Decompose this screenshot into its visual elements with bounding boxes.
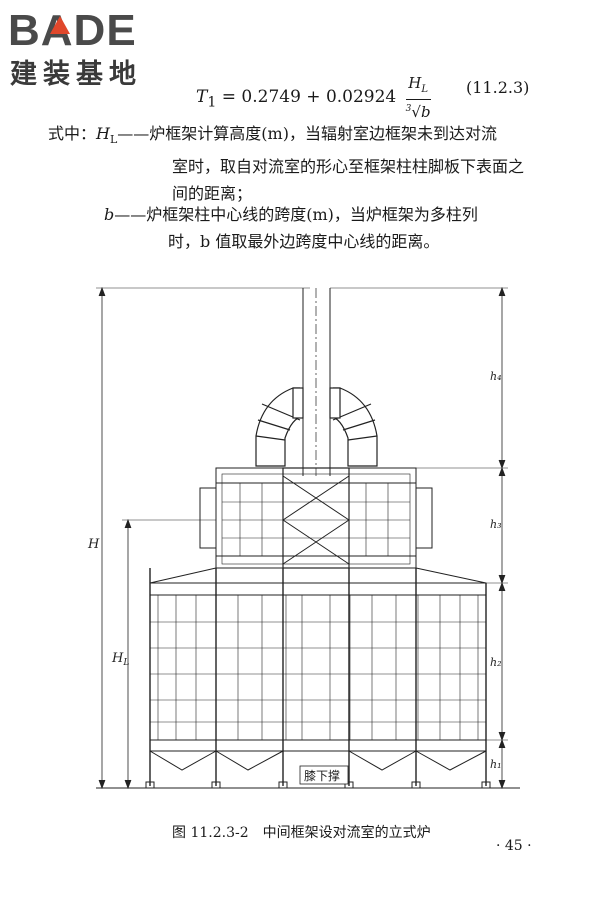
dimension-h <box>96 286 310 790</box>
definition-lead: 式中： <box>48 124 97 143</box>
definition-hl-line2: 室时，取自对流室的形心至框架柱柱脚板下表面之 <box>172 157 525 177</box>
definition-hl-line1: ——炉框架计算高度(m)，当辐射室边框架未到达对流 <box>117 124 497 143</box>
symbol-hl-sub: L <box>109 133 118 147</box>
knee-brace-label: 膝下撑 <box>304 768 340 783</box>
definition-b-line1: ——炉框架柱中心线的跨度(m)，当炉框架为多柱列 <box>114 205 478 224</box>
label-total-height: H <box>87 537 100 552</box>
formula-numerator: HL <box>405 74 431 100</box>
definition-hl: 式中：HL——炉框架计算高度(m)，当辐射室边框架未到达对流 室时，取自对流室的… <box>48 120 568 207</box>
figure-caption: 图 11.2.3-2 中间框架设对流室的立式炉 <box>172 825 431 841</box>
stack <box>302 288 331 476</box>
definition-b-line2: 时，b 值取最外边跨度中心线的距离。 <box>168 232 440 251</box>
radiant-section <box>149 567 487 786</box>
logo-subtitle: 建装基地 <box>10 59 142 90</box>
brand-logo: BADE 建装基地 <box>8 6 180 94</box>
formula-denominator: 3√b <box>405 103 431 121</box>
breeching-ducts <box>255 387 378 467</box>
knee-brace-label-box <box>299 765 349 785</box>
dimension-hl <box>122 518 216 790</box>
definition-hl-line3: 间的距离； <box>172 184 253 204</box>
label-h3: h₃ <box>490 518 502 531</box>
logo-wordmark: BADE <box>8 6 137 55</box>
symbol-hl: H <box>96 124 110 143</box>
formula-lhs-sub: 1 <box>207 94 217 111</box>
label-hl: HL <box>111 651 129 668</box>
formula-rhs: = 0.2749 + 0.02924 <box>221 87 397 107</box>
formula-11-2-3: T1 = 0.2749 + 0.02924 HL 3√b <box>196 74 431 121</box>
label-h1: h₁ <box>490 758 502 771</box>
equation-number: (11.2.3) <box>466 78 530 97</box>
furnace-elevation-drawing: H HL h₄ h₃ h₂ h₁ 膝下撑 <box>87 286 520 790</box>
formula-lhs: T <box>196 87 208 107</box>
logo-accent-triangle <box>50 16 70 34</box>
label-h4: h₄ <box>490 370 502 383</box>
definition-b: b——炉框架柱中心线的跨度(m)，当炉框架为多柱列 时，b 值取最外边跨度中心线… <box>104 201 564 255</box>
page-number: · 45 · <box>496 838 532 854</box>
dimension-chain-right <box>330 286 508 790</box>
convection-section <box>199 467 433 569</box>
label-h2: h₂ <box>490 656 502 669</box>
symbol-b: b <box>104 205 115 224</box>
formula-fraction: HL 3√b <box>405 74 431 121</box>
